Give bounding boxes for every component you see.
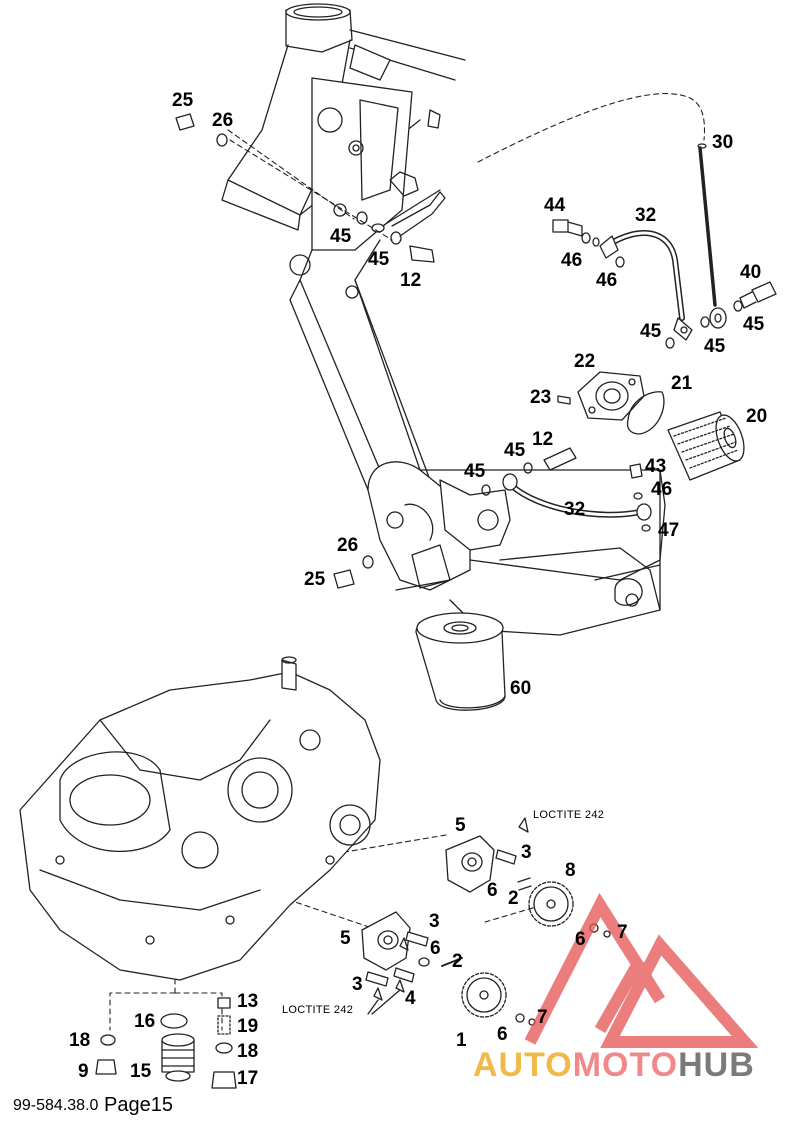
callout-label: 18 xyxy=(69,1030,91,1051)
callout-label: 2 xyxy=(452,951,463,972)
frame-drawing xyxy=(221,3,666,636)
crankcase-drawing xyxy=(19,656,381,981)
gear-1 xyxy=(461,972,507,1018)
callout-label: 5 xyxy=(455,815,466,836)
plug-12-top xyxy=(409,245,435,263)
watermark-part1: AUTO xyxy=(473,1046,573,1084)
callout-label: 45 xyxy=(704,336,726,357)
washer-46-a xyxy=(615,256,625,268)
callout-label: 21 xyxy=(671,373,693,394)
oil-line-30 xyxy=(697,143,727,329)
callout-label: 46 xyxy=(596,270,618,291)
callout-label: 44 xyxy=(544,195,566,216)
callout-label: 45 xyxy=(330,226,352,247)
callout-label: 43 xyxy=(645,456,667,477)
callout-label: 30 xyxy=(712,132,734,153)
drain-plug-25-top xyxy=(175,113,228,147)
callout-label: 45 xyxy=(640,321,662,342)
callout-label: 23 xyxy=(530,387,552,408)
plug-13 xyxy=(217,997,231,1009)
banjo-bolt-40 xyxy=(733,281,777,312)
callout-label: 2 xyxy=(508,888,519,909)
oring-18-left xyxy=(100,1034,116,1046)
callout-label: 45 xyxy=(464,461,486,482)
callout-label: 47 xyxy=(658,520,680,541)
oil-hose-32-lower xyxy=(481,447,652,532)
callout-label: 6 xyxy=(487,880,498,901)
drain-plug-25-mid xyxy=(333,555,374,589)
callout-label: 25 xyxy=(172,90,194,111)
filter-cover-22 xyxy=(577,371,645,421)
callout-label: 60 xyxy=(510,678,532,699)
banjo-bolt-44 xyxy=(552,219,591,244)
spring-19 xyxy=(217,1015,231,1035)
plug-17 xyxy=(211,1071,237,1089)
screw-23 xyxy=(557,395,571,405)
callout-label: 45 xyxy=(743,314,765,335)
oil-pump-cover-5-upper xyxy=(445,835,495,893)
oring-21 xyxy=(626,391,665,435)
callout-label: 20 xyxy=(746,406,768,427)
gear-8 xyxy=(528,881,574,927)
loctite-note-lower: LOCTITE 242 xyxy=(282,1004,354,1016)
callout-label: 45 xyxy=(504,440,526,461)
callout-label: 6 xyxy=(497,1024,508,1045)
screw-3-upper xyxy=(495,849,517,865)
callout-label: 26 xyxy=(212,110,234,131)
callout-label: 17 xyxy=(237,1068,259,1089)
callout-label: 18 xyxy=(237,1041,259,1062)
callout-label: 12 xyxy=(400,270,422,291)
watermark-part3: HUB xyxy=(678,1046,755,1084)
callout-label: 3 xyxy=(429,911,440,932)
oil-filter-20 xyxy=(667,411,745,481)
callout-label: 4 xyxy=(405,988,416,1009)
callout-label: 6 xyxy=(575,929,586,950)
callout-label: 22 xyxy=(574,351,596,372)
oring-18-right xyxy=(215,1042,233,1054)
callout-label: 5 xyxy=(340,928,351,949)
callout-label: 40 xyxy=(740,262,762,283)
callout-label: 32 xyxy=(635,205,657,226)
callout-label: 26 xyxy=(337,535,359,556)
callout-label: 12 xyxy=(532,429,554,450)
callout-label: 9 xyxy=(78,1061,89,1082)
callout-label: 32 xyxy=(564,499,586,520)
callout-label: 16 xyxy=(134,1011,156,1032)
loctite-note-upper: LOCTITE 242 xyxy=(533,809,605,821)
callout-label: 3 xyxy=(521,842,532,863)
callout-label: 45 xyxy=(368,249,390,270)
strainer-15 xyxy=(161,1033,195,1082)
callout-label: 15 xyxy=(130,1061,152,1082)
footer-part-code: 99-584.38.0 xyxy=(13,1097,99,1114)
callout-label: 1 xyxy=(456,1030,467,1051)
callout-label: 8 xyxy=(565,860,576,881)
watermark-part2: MOTO xyxy=(572,1046,679,1084)
callout-label: 7 xyxy=(617,922,628,943)
callout-label: 25 xyxy=(304,569,326,590)
callout-label: 6 xyxy=(430,938,441,959)
watermark-text: AUTOMOTOHUB xyxy=(473,1046,755,1085)
oil-pump-cover-5-lower xyxy=(361,911,411,971)
callout-label: 19 xyxy=(237,1016,259,1037)
oil-hose-32-upper xyxy=(599,230,693,341)
oil-filter-60 xyxy=(415,612,506,711)
callout-label: 46 xyxy=(651,479,673,500)
callout-label: 3 xyxy=(352,974,363,995)
plug-9 xyxy=(95,1059,117,1075)
callout-label: 7 xyxy=(537,1007,548,1028)
footer-page-number: Page15 xyxy=(104,1094,173,1116)
oring-16 xyxy=(160,1013,188,1029)
callout-label: 46 xyxy=(561,250,583,271)
loctite-drop-upper xyxy=(518,817,529,833)
watermark-logo xyxy=(524,892,759,1048)
callout-label: 13 xyxy=(237,991,259,1012)
